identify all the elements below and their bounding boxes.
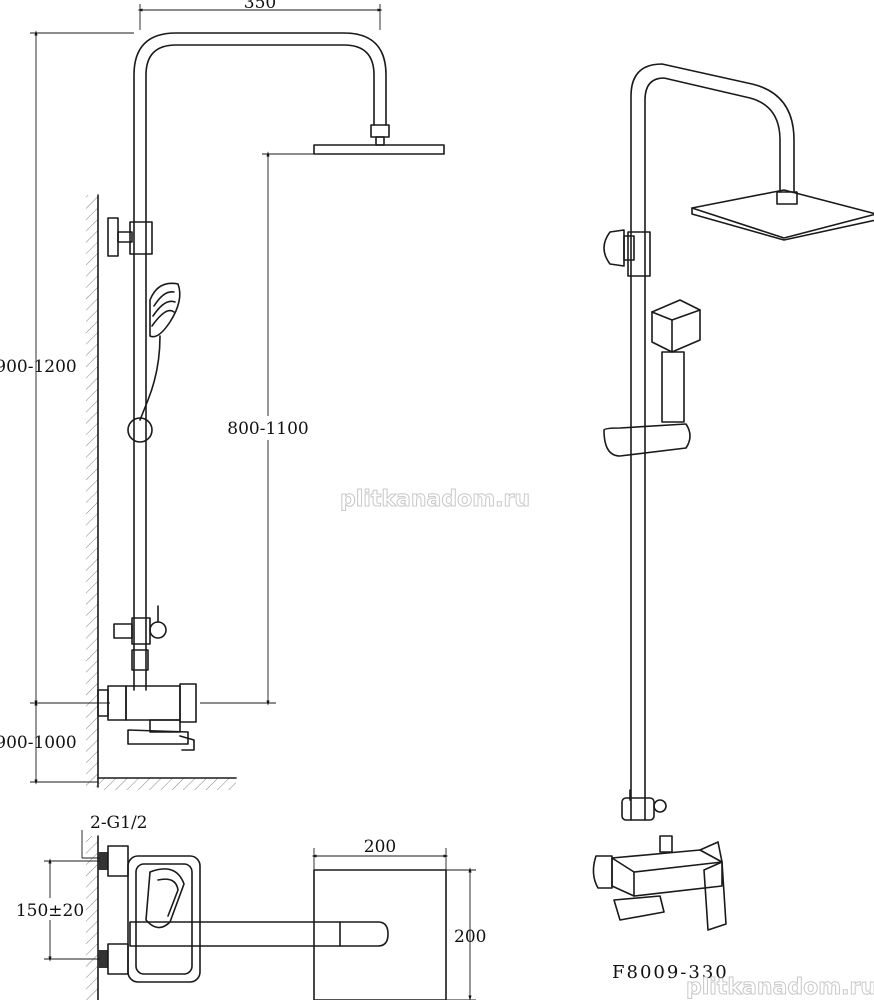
mixer-side [97, 683, 197, 751]
label-spout-depth: 200 [454, 927, 486, 947]
riser-outer [133, 32, 387, 691]
label-inlet-spacing: 150±20 [16, 901, 84, 921]
label-350: 350 [244, 0, 276, 13]
model-number: F8009-330 [612, 962, 729, 983]
riser-inner [145, 44, 375, 691]
persp-riser-outer [630, 63, 795, 821]
dim-800-1100: 800-1100 [200, 151, 314, 706]
dim-spout-depth: 200 [446, 867, 486, 1000]
dim-inlet-spacing: 150±20 [14, 858, 100, 962]
wall-hatch [86, 195, 98, 787]
mixer-top-view: 2-G1/2 150±20 200 200 [14, 813, 486, 1000]
label-800-1100: 800-1100 [227, 419, 308, 439]
dim-900-1200: 900-1200 [0, 30, 134, 706]
head-connector [370, 124, 390, 138]
dim-spout-width: 200 [311, 837, 449, 870]
persp-mixer [592, 835, 727, 931]
persp-overhead [691, 189, 874, 239]
diverter-bracket [113, 623, 133, 639]
label-inlet-thread: 2-G1/2 [90, 813, 148, 833]
label-900-1000: 900-1000 [0, 733, 77, 753]
dim-inlet-thread: 2-G1/2 [81, 813, 148, 859]
watermark-center: plitkanadom.ru [340, 487, 530, 512]
side-view: 350 900-1200 800-1100 900-1000 [0, 0, 445, 790]
watermark-corner: plitkanadom.ru [686, 975, 874, 1000]
dim-350: 350 [137, 0, 383, 30]
dim-900-1000: 900-1000 [0, 700, 98, 785]
persp-hand-shower [651, 299, 701, 423]
label-spout-width: 200 [364, 837, 396, 857]
lower-nut [131, 649, 149, 671]
bracket-arm [117, 231, 133, 243]
perspective-view: F8009-330 [592, 63, 874, 983]
hand-shower [139, 282, 181, 421]
persp-riser-inner [644, 77, 781, 821]
bracket-clamp [129, 221, 153, 255]
hose-holder [127, 417, 153, 443]
floor-hatch [98, 778, 236, 790]
head-nut [375, 136, 385, 146]
overhead-shower [313, 144, 445, 155]
persp-slider [603, 423, 691, 457]
bracket-plate [107, 217, 119, 257]
label-900-1200: 900-1200 [0, 357, 77, 377]
diverter-knob [149, 621, 167, 639]
